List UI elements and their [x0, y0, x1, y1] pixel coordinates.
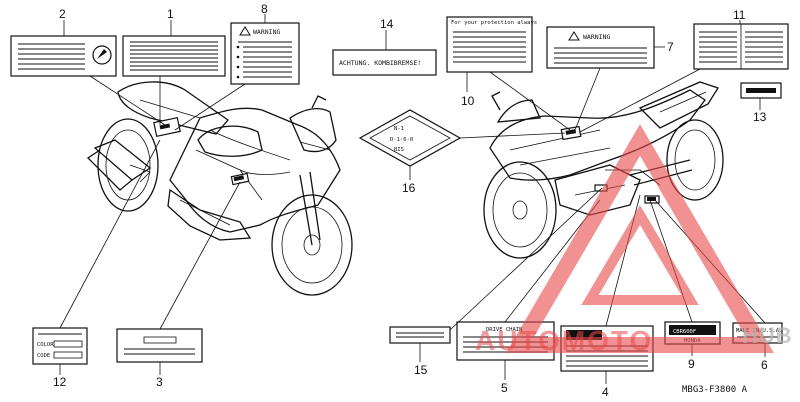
callout-14: 14 [380, 17, 394, 31]
label-14-panel: ACHTUNG. KOMBIBREMSE! [332, 49, 437, 76]
label-7-panel: WARNING [546, 26, 655, 69]
label-15-panel [389, 326, 451, 344]
watermark-text: AUTOMOTO [475, 325, 653, 356]
part-code: MBG3-F3800 A [682, 385, 748, 395]
label-12-code-text: CODE [37, 353, 50, 359]
warning-triangle-icon [239, 26, 251, 36]
label-10-panel: For your protection always [446, 16, 537, 73]
label-13-panel [740, 82, 782, 99]
callout-11: 11 [733, 8, 746, 22]
svg-text:D·1·6·0: D·1·6·0 [390, 137, 413, 143]
watermark-logo [506, 124, 774, 353]
callout-15: 15 [414, 363, 428, 377]
label-11-panel [693, 23, 789, 70]
label-10-heading: For your protection always [451, 20, 537, 26]
svg-text:BIS: BIS [394, 147, 404, 153]
callout-6: 6 [761, 358, 768, 372]
label-14-text: ACHTUNG. KOMBIBREMSE! [339, 59, 421, 67]
callout-1: 1 [167, 7, 174, 21]
label-3-panel [116, 328, 203, 363]
callout-7: 7 [667, 40, 674, 54]
honda-wing-icon [92, 45, 112, 65]
label-12-color-text: COLOR [37, 342, 54, 348]
callout-4: 4 [602, 385, 609, 399]
callout-numbers: 2 1 8 14 10 7 11 13 16 12 3 15 5 4 9 6 [53, 2, 768, 399]
label-8-warning-text: WARNING [253, 28, 280, 36]
callout-13: 13 [753, 110, 767, 124]
label-5-heading: DRIVE CHAIN [486, 327, 522, 333]
label-16-panel: N-1 D·1·6·0 BIS [358, 109, 462, 167]
warning-triangle-icon [568, 31, 580, 41]
callout-8: 8 [261, 2, 268, 16]
callout-2: 2 [59, 7, 66, 21]
label-1-panel [122, 35, 226, 77]
callout-3: 3 [156, 375, 163, 389]
left-motorcycle [86, 81, 353, 296]
label-7-warning-text: WARNING [583, 33, 610, 41]
label-8-panel: WARNING [230, 22, 300, 85]
callout-16: 16 [402, 181, 416, 195]
callout-9: 9 [688, 357, 695, 371]
svg-text:N-1: N-1 [394, 126, 404, 132]
callout-5: 5 [501, 381, 508, 395]
label-12-panel: COLOR CODE [32, 327, 88, 365]
callout-12: 12 [53, 375, 67, 389]
label-9-brand-text: CBR600F [673, 329, 696, 335]
callout-10: 10 [461, 94, 475, 108]
label-2-panel [10, 35, 117, 77]
watermark-hub: HUB [742, 323, 793, 348]
